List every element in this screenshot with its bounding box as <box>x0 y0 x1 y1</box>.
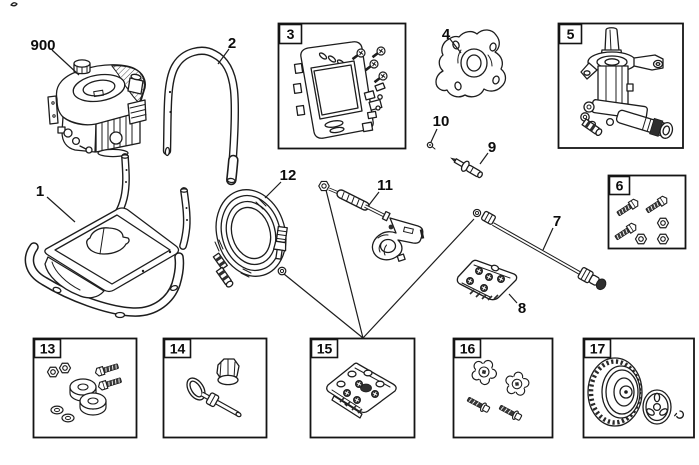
leader-lines <box>46 38 554 304</box>
callout-handle: 2 <box>228 35 236 52</box>
callout-spray-gun: 11 <box>377 177 393 194</box>
leader-nozzle-pouch <box>508 293 518 304</box>
frame-illustration <box>24 153 191 319</box>
pump-box: 5 <box>557 22 684 149</box>
handle-pin-kit-box: 14 <box>162 337 268 439</box>
panel-illustration <box>292 41 386 139</box>
box-14-number: 14 <box>170 341 186 357</box>
nozzle-kit-box: 15 <box>309 337 416 439</box>
leader-frame <box>46 196 76 223</box>
print-artifact <box>10 2 18 7</box>
callout-screw: 10 <box>433 113 450 130</box>
kit-15-reference-lines <box>283 189 475 339</box>
box-5-number: 5 <box>567 26 575 42</box>
panel-kit-box: 3 <box>277 22 407 150</box>
handle-pin-contents <box>186 358 242 418</box>
callout-wand: 7 <box>553 213 561 230</box>
nozzle-kit-contents <box>326 362 397 419</box>
wheel-hardware-contents <box>46 361 123 423</box>
wand-illustration <box>472 208 607 291</box>
box-16-number: 16 <box>460 341 476 357</box>
pump-illustration <box>580 27 674 139</box>
hubcap-illustration <box>642 389 672 425</box>
engine-illustration <box>47 59 147 158</box>
leader-handle <box>217 48 230 65</box>
box-6-number: 6 <box>616 178 624 194</box>
knob-kit-contents <box>465 357 532 423</box>
leader-engine <box>51 49 80 76</box>
callout-flange: 4 <box>442 26 451 43</box>
handle-illustration <box>162 46 240 186</box>
bolt-kit-contents <box>613 194 670 245</box>
hose-illustration <box>212 189 288 288</box>
callout-hose: 12 <box>280 167 297 184</box>
nozzle-pouch-illustration <box>456 259 518 301</box>
leader-flange <box>449 38 462 54</box>
bolt-illustration <box>450 157 483 179</box>
box-17-number: 17 <box>590 341 606 357</box>
knob-kit-box: 16 <box>452 337 554 439</box>
box-15-number: 15 <box>317 341 333 357</box>
callout-frame: 1 <box>36 183 44 200</box>
wheel-kit-box: 17 <box>582 337 695 439</box>
callout-nozzle-pouch: 8 <box>518 300 526 317</box>
box-13-number: 13 <box>40 341 56 357</box>
wheel-illustration <box>587 357 643 427</box>
leader-spray-gun <box>368 191 380 206</box>
flange-illustration <box>435 29 507 98</box>
leader-wand <box>542 227 554 251</box>
bolt-kit-box: 6 <box>607 174 687 250</box>
callout-support-bolt: 9 <box>488 139 496 156</box>
callout-engine: 900 <box>30 37 55 54</box>
leader-hose <box>264 181 282 199</box>
screw-illustration <box>426 141 436 150</box>
leader-screw <box>430 128 438 143</box>
leader-support-bolt <box>479 152 489 165</box>
clip-illustration <box>674 410 685 419</box>
spray-gun-illustration <box>318 180 425 262</box>
box-3-number: 3 <box>287 26 295 42</box>
wheel-hardware-kit-box: 13 <box>32 337 138 439</box>
